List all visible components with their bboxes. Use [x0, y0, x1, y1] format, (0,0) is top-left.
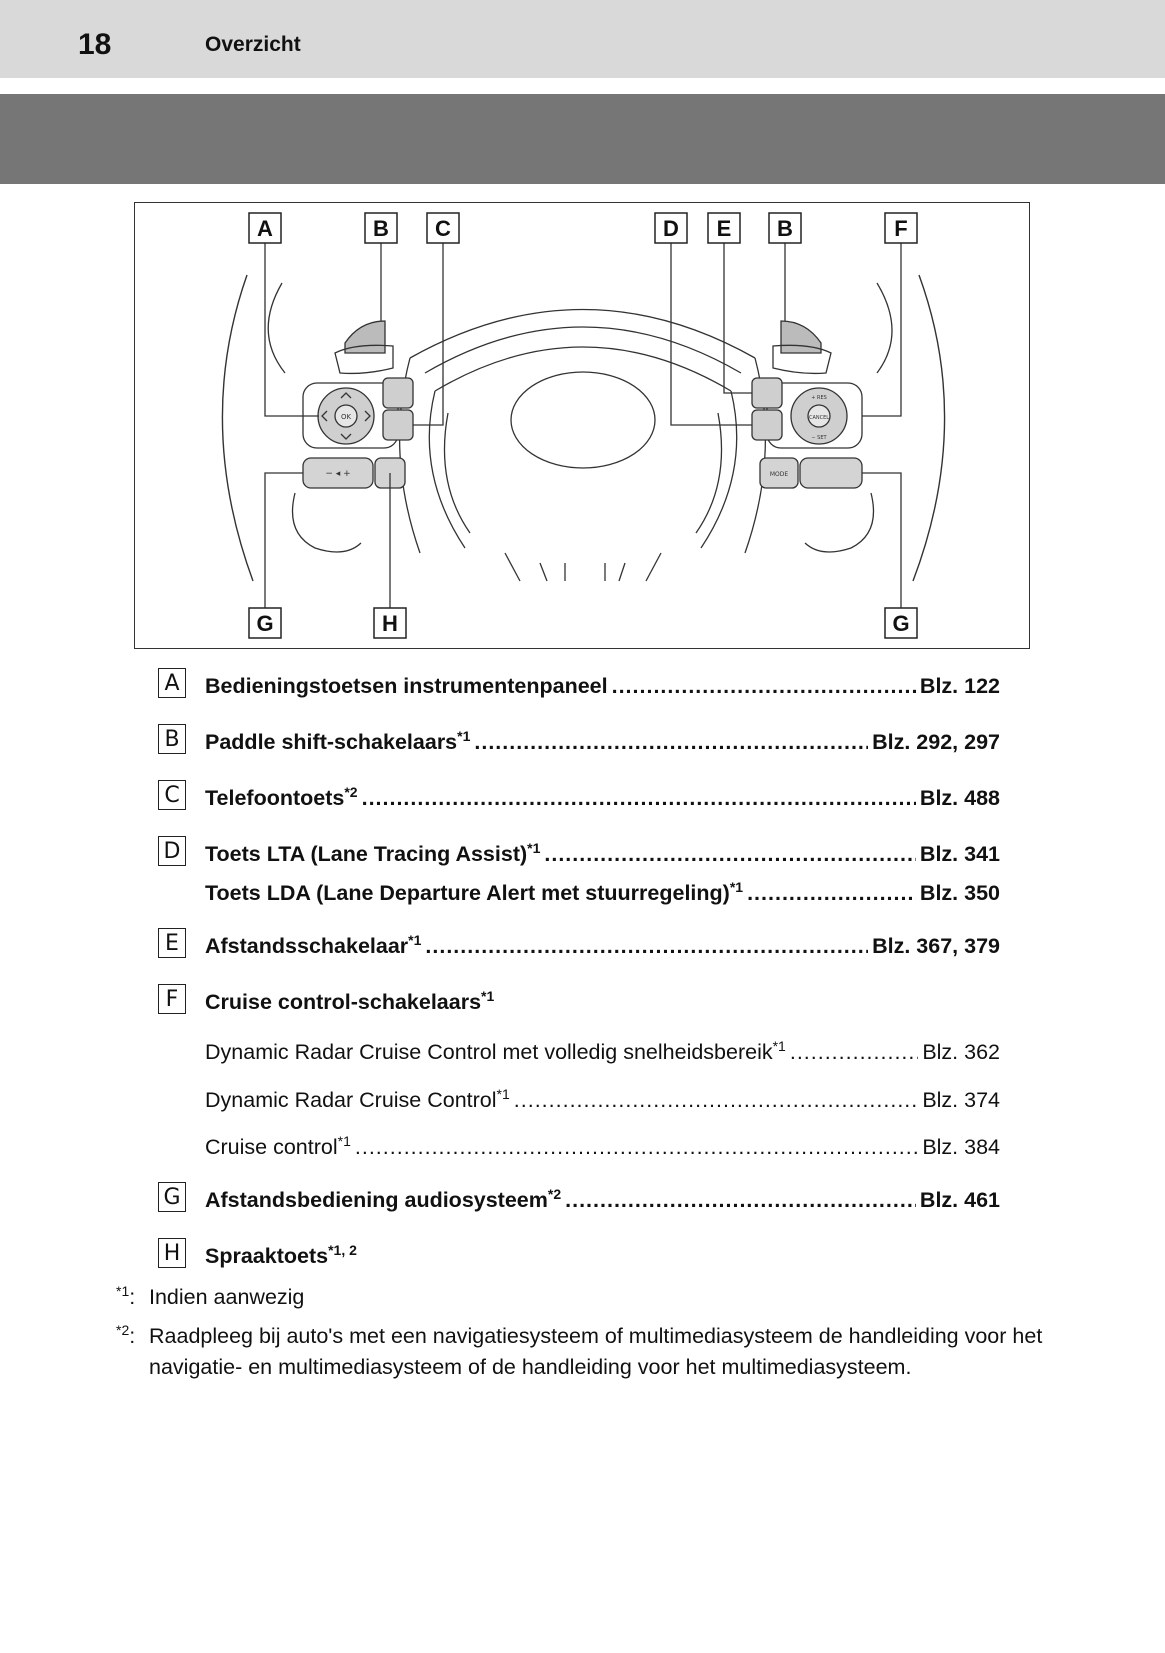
legend-item-g: G Afstandsbediening audiosysteem*2 Blz. … — [158, 1182, 1000, 1222]
legend-item-d: D Toets LTA (Lane Tracing Assist)*1 Blz.… — [158, 836, 1000, 916]
legend-item-e: E Afstandsschakelaar*1 Blz. 367, 379 — [158, 928, 1000, 968]
callout-B-left: B — [373, 216, 389, 241]
legend-letter: F — [158, 984, 186, 1014]
footnote-ref: *1 — [527, 840, 541, 856]
legend-line: Toets LDA (Lane Departure Alert met stuu… — [205, 879, 1000, 906]
page-ref: Blz. 384 — [922, 1135, 1000, 1159]
legend-line: Toets LTA (Lane Tracing Assist)*1 Blz. 3… — [205, 840, 1000, 867]
legend-line: Cruise control*1 Blz. 384 — [205, 1133, 1000, 1160]
ok-button-label: OK — [341, 413, 352, 421]
callout-H: H — [382, 611, 398, 636]
legend-label: Dynamic Radar Cruise Control — [205, 1088, 497, 1112]
section-title: Overzicht — [205, 33, 301, 56]
callout-D: D — [663, 216, 679, 241]
footnote-text: Raadpleeg bij auto's met een navigatiesy… — [149, 1324, 1043, 1379]
footnote-ref: *1 — [457, 728, 471, 744]
footnote-mark: *2 — [116, 1322, 130, 1338]
callout-G-right: G — [892, 611, 909, 636]
callout-F: F — [894, 216, 907, 241]
legend-item-c: C Telefoontoets*2 Blz. 488 — [158, 780, 1000, 820]
callout-A: A — [257, 216, 273, 241]
legend-label: Afstandsbediening audiosysteem — [205, 1188, 548, 1212]
footnote-ref: *1 — [496, 1086, 510, 1102]
mode-button-label: MODE — [770, 471, 789, 478]
legend-label: Paddle shift-schakelaars — [205, 730, 458, 754]
volume-button-label: − ◂ + — [325, 469, 350, 479]
page-ref: Blz. 350 — [919, 881, 1000, 905]
footnote: *1: Indien aanwezig — [116, 1283, 305, 1309]
footnote: *2: Raadpleeg bij auto's met een navigat… — [116, 1322, 1043, 1379]
legend-label: Afstandsschakelaar — [205, 934, 409, 958]
legend-label: Bedieningstoetsen instrumentenpaneel — [205, 674, 608, 698]
callout-E: E — [717, 216, 732, 241]
footnote-ref: *1 — [729, 879, 744, 895]
footnote-ref: *2 — [547, 1186, 562, 1202]
set-label: − SET — [811, 435, 827, 441]
callout-G-left: G — [256, 611, 273, 636]
legend-letter: D — [158, 836, 186, 866]
page-ref: Blz. 292, 297 — [872, 730, 1000, 754]
legend-line: Bedieningstoetsen instrumentenpaneel Blz… — [205, 674, 1000, 699]
legend-letter: A — [158, 668, 186, 698]
legend-label: Cruise control — [205, 1135, 338, 1159]
legend-subitem: Dynamic Radar Cruise Control met volledi… — [158, 1034, 1000, 1074]
footnote-ref: *1 — [337, 1133, 351, 1149]
footnote-mark: *1 — [116, 1283, 130, 1299]
legend-letter: H — [158, 1238, 186, 1268]
res-label: + RES — [811, 395, 827, 401]
steering-wheel-illustration: OK CANCEL + RES − SET MODE − ◂ + A B C D… — [221, 212, 946, 639]
steering-wheel-figure: OK CANCEL + RES − SET MODE − ◂ + A B C D… — [134, 202, 1030, 649]
legend-item-a: A Bedieningstoetsen instrumentenpaneel B… — [158, 668, 1000, 708]
callout-B-right: B — [777, 216, 793, 241]
legend-subitem: Dynamic Radar Cruise Control*1 Blz. 374 — [158, 1082, 1000, 1122]
footnote-ref: *2 — [344, 784, 358, 800]
legend-line: Paddle shift-schakelaars*1 Blz. 292, 297 — [205, 728, 1000, 755]
page-ref: Blz. 122 — [919, 674, 1000, 698]
legend-subitem: Cruise control*1 Blz. 384 — [158, 1129, 1000, 1169]
footnote-ref: *1 — [772, 1038, 786, 1054]
legend-item-b: B Paddle shift-schakelaars*1 Blz. 292, 2… — [158, 724, 1000, 764]
page-header: 18 Overzicht — [0, 0, 1165, 78]
legend-line: Dynamic Radar Cruise Control met volledi… — [205, 1038, 1000, 1065]
section-band — [0, 94, 1165, 184]
page-ref: Blz. 341 — [919, 842, 1000, 866]
footnote-text: Indien aanwezig — [149, 1285, 305, 1309]
legend-label: Toets LDA (Lane Departure Alert met stuu… — [205, 881, 730, 905]
legend-line: Dynamic Radar Cruise Control*1 Blz. 374 — [205, 1086, 1000, 1113]
footnote-ref: *1, 2 — [328, 1242, 357, 1258]
legend-label: Cruise control-schakelaars — [205, 990, 482, 1014]
page-number: 18 — [78, 28, 112, 61]
legend-line: Cruise control-schakelaars*1 — [205, 988, 1000, 1015]
page-ref: Blz. 374 — [922, 1088, 1000, 1112]
legend-label: Spraaktoets — [205, 1244, 329, 1268]
footnote-ref: *1 — [408, 932, 422, 948]
page-ref: Blz. 367, 379 — [872, 934, 1000, 958]
page-ref: Blz. 362 — [922, 1040, 1000, 1064]
legend-label: Dynamic Radar Cruise Control met volledi… — [205, 1040, 773, 1064]
legend-label: Telefoontoets — [205, 786, 345, 810]
legend-line: Afstandsschakelaar*1 Blz. 367, 379 — [205, 932, 1000, 959]
legend-label: Toets LTA (Lane Tracing Assist) — [205, 842, 528, 866]
legend-letter: E — [158, 928, 186, 958]
page-ref: Blz. 488 — [919, 786, 1000, 810]
legend-item-f: F Cruise control-schakelaars*1 — [158, 984, 1000, 1024]
cancel-button-label: CANCEL — [809, 415, 829, 421]
page-ref: Blz. 461 — [919, 1188, 1000, 1212]
footnote-ref: *1 — [481, 988, 495, 1004]
legend-line: Spraaktoets*1, 2 — [205, 1242, 1000, 1269]
legend-item-h: H Spraaktoets*1, 2 — [158, 1238, 1000, 1278]
legend-letter: B — [158, 724, 186, 754]
legend-line: Telefoontoets*2 Blz. 488 — [205, 784, 1000, 811]
legend-letter: C — [158, 780, 186, 810]
callout-C: C — [435, 216, 451, 241]
legend-letter: G — [158, 1182, 186, 1212]
footnotes: *1: Indien aanwezig *2: Raadpleeg bij au… — [116, 1282, 1046, 1391]
legend-line: Afstandsbediening audiosysteem*2 Blz. 46… — [205, 1186, 1000, 1213]
